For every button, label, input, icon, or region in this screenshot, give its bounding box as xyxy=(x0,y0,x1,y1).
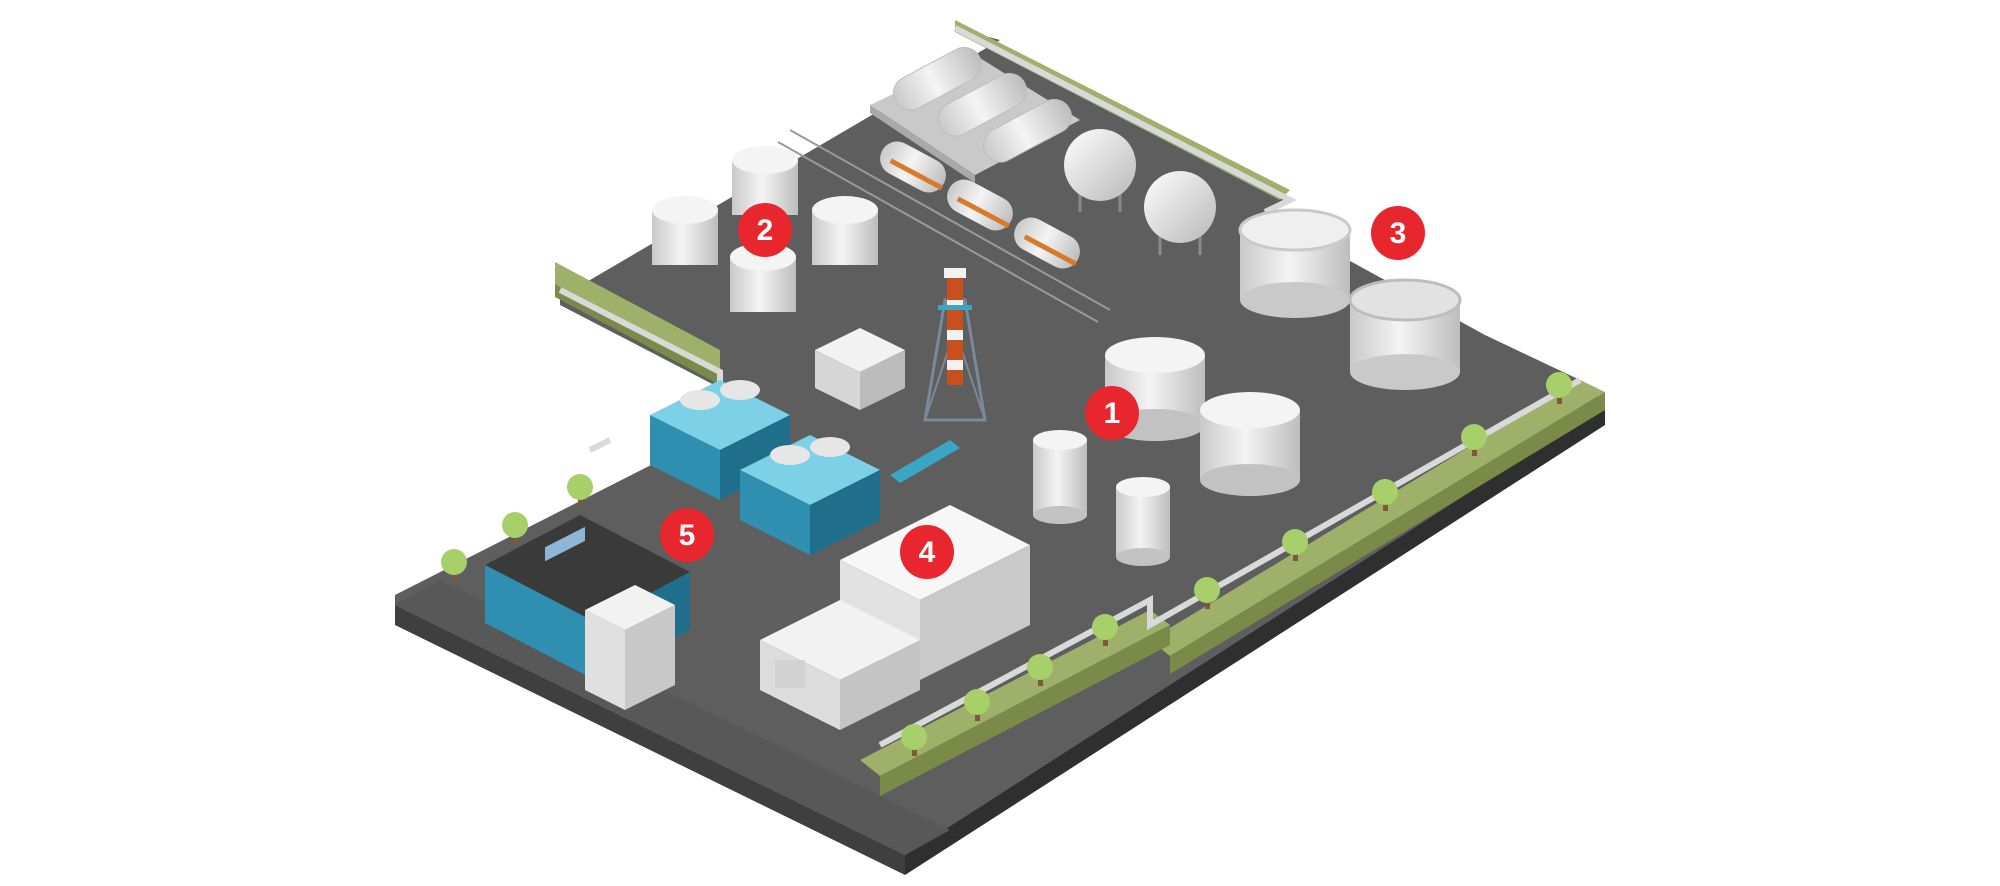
tree xyxy=(901,724,927,756)
warehouse xyxy=(760,505,1030,730)
tree xyxy=(1092,614,1118,646)
ground-side-right xyxy=(905,405,1605,875)
marker-5: 5 xyxy=(660,508,714,562)
marker-circle xyxy=(900,525,954,579)
marker-3: 3 xyxy=(1371,206,1425,260)
horizontal-tank-platform xyxy=(870,46,1080,183)
service-building xyxy=(815,328,905,410)
marker-label: 3 xyxy=(1390,217,1407,250)
office-building xyxy=(485,515,690,710)
marker-circle xyxy=(1371,206,1425,260)
entrance-road xyxy=(395,580,950,855)
marker-label: 1 xyxy=(1104,397,1121,430)
marker-label: 2 xyxy=(757,214,774,247)
cooling-towers xyxy=(650,380,880,555)
tree xyxy=(1546,372,1572,404)
flare-stack xyxy=(890,268,987,483)
tree xyxy=(1372,479,1398,511)
marker-circle xyxy=(1085,386,1139,440)
large-storage-tanks xyxy=(1238,208,1462,390)
marker-label: 4 xyxy=(919,536,936,569)
marker-label: 5 xyxy=(679,519,696,552)
rail-tank-cars xyxy=(880,141,1080,269)
ground-side-front xyxy=(395,605,905,875)
tree xyxy=(441,549,467,581)
tree xyxy=(1194,577,1220,609)
tree xyxy=(567,474,593,506)
tree xyxy=(1027,654,1053,686)
tree xyxy=(964,689,990,721)
tree xyxy=(1461,424,1487,456)
marker-circle xyxy=(738,203,792,257)
marker-1: 1 xyxy=(1085,386,1139,440)
tree xyxy=(502,512,528,544)
trees xyxy=(441,372,1572,756)
marker-4: 4 xyxy=(900,525,954,579)
rail-track xyxy=(777,129,1111,323)
tree xyxy=(1282,529,1308,561)
marker-2: 2 xyxy=(738,203,792,257)
marker-circle xyxy=(660,508,714,562)
spherical-tanks xyxy=(1064,129,1216,255)
